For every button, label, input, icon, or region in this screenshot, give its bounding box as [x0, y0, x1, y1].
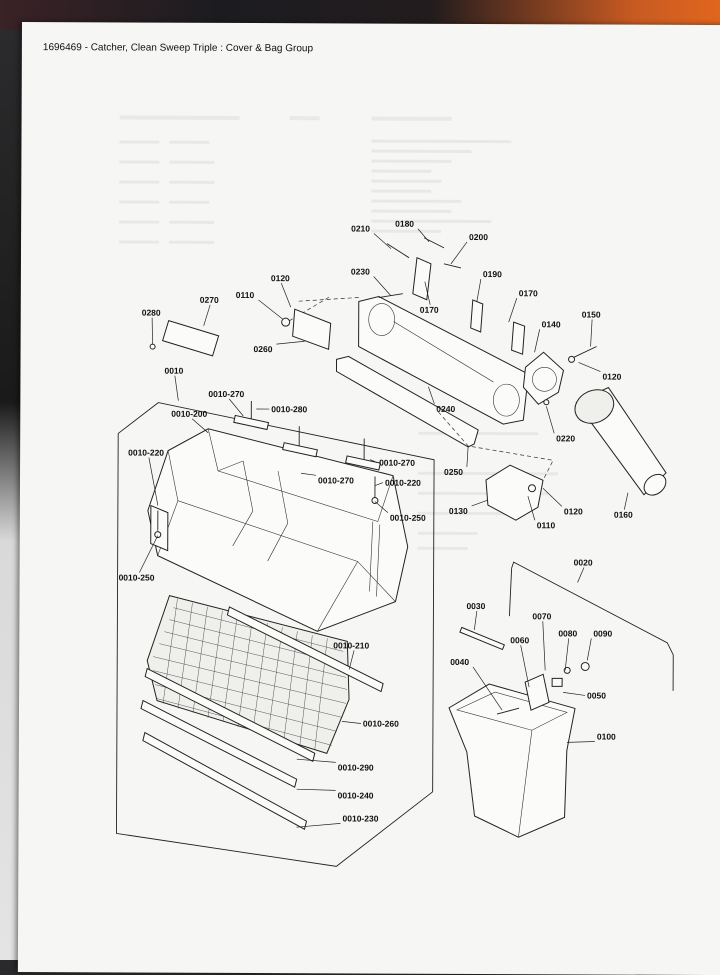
part-callout-0060: 0060 [510, 635, 529, 645]
leader-line-0190 [477, 279, 481, 302]
leader-line-0130 [472, 500, 488, 506]
leader-line-0260 [276, 341, 304, 344]
bag-handle [509, 562, 674, 691]
part-callout-0110: 0110 [236, 290, 255, 300]
part-callout-0010-220: 0010-220 [385, 478, 421, 488]
part-callout-0010-280: 0010-280 [271, 404, 307, 414]
leader-line-0010-200 [192, 419, 208, 433]
part-callout-0240: 0240 [436, 404, 455, 414]
part-callout-0010-210: 0010-210 [333, 640, 369, 650]
part-callout-0270: 0270 [200, 295, 219, 305]
part-callout-0120: 0120 [564, 506, 583, 516]
part-callout-0010-260: 0010-260 [363, 718, 399, 728]
part-callout-0010-220: 0010-220 [128, 447, 164, 457]
leader-line-0060 [521, 645, 530, 687]
part-callout-0080: 0080 [558, 628, 577, 638]
leader-line-0160 [624, 493, 628, 510]
part-callout-0010-250: 0010-250 [119, 572, 155, 582]
leader-line-0010-260 [342, 721, 361, 723]
part-callout-0100: 0100 [597, 732, 616, 742]
leader-line-0220 [546, 406, 554, 433]
part-callout-0160: 0160 [614, 510, 633, 520]
part-callout-0250: 0250 [444, 467, 463, 477]
leader-line-0150 [591, 319, 593, 346]
part-callout-0010-230: 0010-230 [343, 813, 379, 823]
leader-line-0010-270 [229, 399, 243, 416]
part-callout-0010: 0010 [164, 366, 183, 376]
leader-line-0080 [565, 638, 569, 670]
part-callout-0180: 0180 [395, 219, 414, 229]
leader-line-0050 [563, 692, 585, 695]
part-callout-0030: 0030 [466, 601, 485, 611]
leader-line-0200 [451, 242, 467, 264]
part-callout-0090: 0090 [593, 628, 612, 638]
part-callout-0010-290: 0010-290 [338, 762, 374, 772]
leader-line-0210 [374, 234, 391, 249]
leader-line-0230 [374, 277, 391, 296]
part-callout-0120: 0120 [602, 372, 621, 382]
leader-line-0110 [259, 300, 283, 319]
chute-frame [288, 296, 529, 447]
part-callout-0170: 0170 [519, 288, 538, 298]
part-callout-0010-270: 0010-270 [379, 458, 415, 468]
leader-line-0010 [175, 376, 179, 401]
collection-bag [448, 662, 589, 838]
leader-line-0090 [587, 638, 591, 660]
leader-line-0280 [152, 318, 153, 345]
leader-line-0010-290 [297, 759, 336, 762]
part-callout-0010-270: 0010-270 [208, 389, 244, 399]
leader-line-0070 [543, 621, 546, 670]
part-callout-0010-250: 0010-250 [390, 513, 426, 523]
part-callout-0010-270: 0010-270 [318, 475, 354, 485]
part-callout-0050: 0050 [587, 690, 606, 700]
leader-line-0120 [281, 283, 291, 307]
discharge-tube [569, 383, 670, 499]
leader-line-0010-210 [349, 650, 354, 669]
part-callout-0220: 0220 [556, 433, 575, 443]
leader-line-0010-240 [297, 789, 336, 790]
leader-line-0240 [428, 387, 434, 404]
part-callout-0170: 0170 [420, 305, 439, 315]
leader-line-0270 [204, 305, 210, 326]
leader-line-0020 [578, 567, 584, 582]
leader-line-0030 [474, 611, 476, 630]
leader-line-0170 [509, 298, 517, 322]
part-callout-0130: 0130 [449, 506, 468, 516]
part-callout-0150: 0150 [582, 309, 601, 319]
part-callout-0110: 0110 [537, 520, 556, 530]
part-callout-0020: 0020 [574, 557, 593, 567]
part-callout-0210: 0210 [351, 223, 370, 233]
rod-0030 [460, 627, 504, 649]
part-callout-0010-200: 0010-200 [171, 409, 207, 419]
part-callout-0010-240: 0010-240 [338, 790, 374, 800]
part-callout-0140: 0140 [542, 319, 561, 329]
part-callout-0120: 0120 [271, 273, 290, 283]
leader-line-0140 [535, 329, 540, 352]
part-callout-0230: 0230 [351, 266, 370, 276]
leader-line-0120 [543, 488, 562, 506]
leader-line-0010-250 [139, 536, 157, 573]
part-callout-0280: 0280 [142, 308, 161, 318]
leader-line-0250 [467, 446, 468, 467]
part-callout-0200: 0200 [469, 232, 488, 242]
leader-line-0120 [578, 362, 600, 371]
part-callout-0260: 0260 [254, 344, 273, 354]
leader-line-0100 [567, 741, 595, 742]
paper-sheet: 1696469 - Catcher, Clean Sweep Triple : … [18, 22, 720, 975]
part-callout-0040: 0040 [450, 657, 469, 667]
part-callout-0190: 0190 [483, 269, 502, 279]
part-callout-0070: 0070 [532, 611, 551, 621]
